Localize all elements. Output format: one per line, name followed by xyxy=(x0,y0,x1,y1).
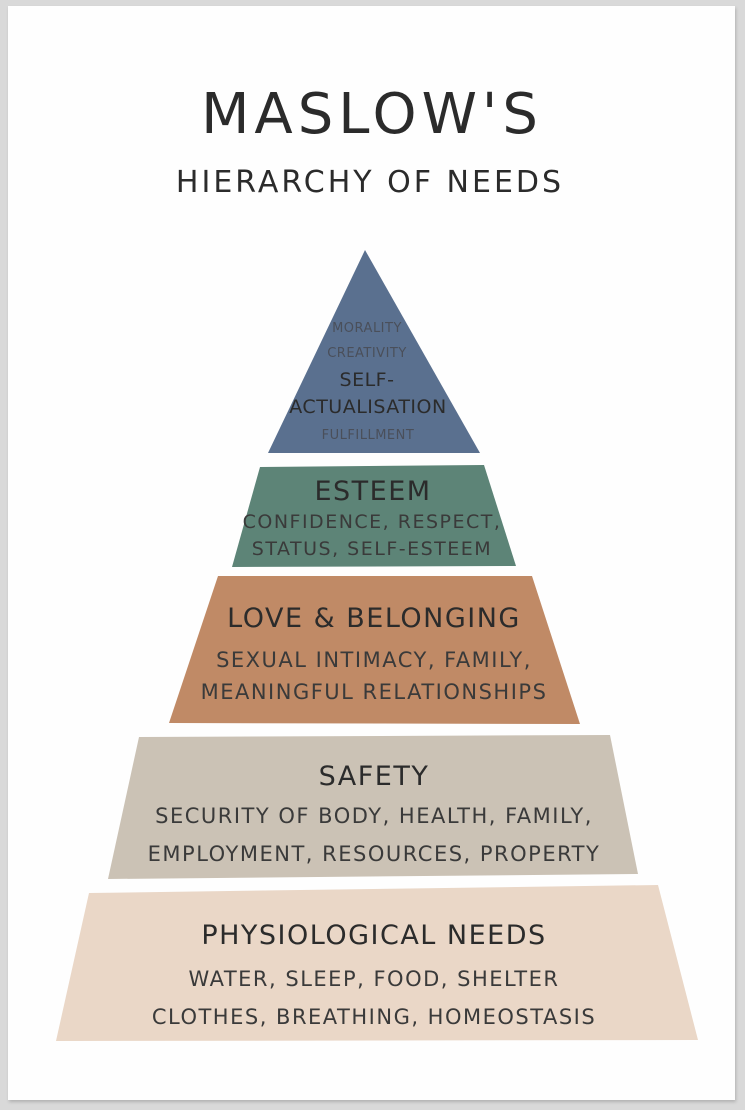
tier-self-actualisation-shape xyxy=(268,250,480,453)
tier-love-belonging-heading: LOVE & BELONGING xyxy=(227,603,521,634)
tier-physiological-shape xyxy=(56,885,698,1041)
tier-safety-shape xyxy=(108,735,638,879)
tier-safety-detail-1: SECURITY OF BODY, HEALTH, FAMILY, xyxy=(155,804,593,828)
poster-title: MASLOW'S xyxy=(201,82,543,147)
tier-physiological-detail-2: CLOTHES, BREATHING, HOMEOSTASIS xyxy=(152,1005,596,1029)
tier-esteem-heading: ESTEEM xyxy=(314,476,431,507)
tier-self-actualisation-heading-1: SELF- xyxy=(340,369,395,391)
tier-safety-detail-2: EMPLOYMENT, RESOURCES, PROPERTY xyxy=(148,842,601,866)
tier-esteem-detail-1: CONFIDENCE, RESPECT, xyxy=(243,511,502,533)
tier-self-actualisation-detail-2: CREATIVITY xyxy=(327,346,407,361)
tier-esteem-shape xyxy=(232,465,516,567)
tier-physiological-detail-1: WATER, SLEEP, FOOD, SHELTER xyxy=(188,967,559,991)
tier-esteem-detail-2: STATUS, SELF-ESTEEM xyxy=(252,538,492,560)
tier-love-belonging-detail-2: MEANINGFUL RELATIONSHIPS xyxy=(201,680,548,704)
tier-self-actualisation-heading-2: ACTUALISATION xyxy=(289,396,446,418)
tier-safety-heading: SAFETY xyxy=(319,761,430,792)
tier-physiological-heading: PHYSIOLOGICAL NEEDS xyxy=(201,920,546,951)
tier-love-belonging-detail-1: SEXUAL INTIMACY, FAMILY, xyxy=(216,648,532,672)
tier-self-actualisation-detail-3: FULFILLMENT xyxy=(322,428,415,443)
tier-love-belonging-shape xyxy=(169,576,580,724)
tier-self-actualisation-detail-1: MORALITY xyxy=(332,321,402,336)
poster-subtitle: HIERARCHY OF NEEDS xyxy=(176,165,564,200)
